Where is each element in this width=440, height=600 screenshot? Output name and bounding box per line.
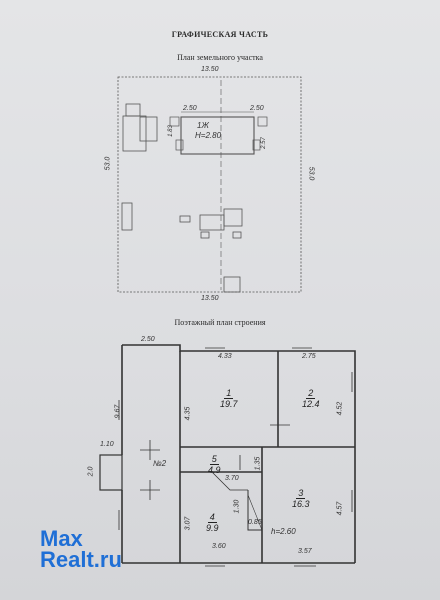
dim-top-mid: 4.33 (218, 353, 232, 360)
watermark-line1: Max (40, 526, 83, 551)
house-side-left: 1.83 (167, 125, 174, 137)
dim-left-height: 9.67 (114, 404, 122, 419)
site-top-dim: 13.50 (201, 66, 219, 73)
dim-stair-width: 1.30 (233, 499, 241, 514)
house-side-right: 2.57 (260, 137, 267, 149)
dim-bottom-right: 3.57 (298, 548, 312, 555)
dim-top-right: 2.75 (302, 353, 316, 360)
house-height: H=2.80 (195, 131, 222, 140)
dim-top-left: 2.50 (141, 336, 155, 343)
watermark-suffix: .ru (93, 547, 122, 572)
page-title: ГРАФИЧЕСКАЯ ЧАСТЬ (171, 30, 269, 39)
dim-stair-depth: 0.85 (248, 519, 262, 526)
site-right-dim: 53.0 (307, 166, 315, 181)
watermark-line2: Realt (40, 547, 94, 572)
maxrealt-watermark: Max Realt.ru (40, 526, 122, 572)
dim-bottom-mid: 3.60 (212, 543, 226, 550)
house-label: 1Ж (197, 121, 209, 130)
dim-porch-height: 2.0 (87, 466, 95, 477)
entry-label: №2 (153, 459, 167, 468)
dim-porch-width: 1.10 (100, 441, 114, 448)
dim-ceiling-height: h=2.60 (271, 527, 296, 536)
site-plan (117, 76, 302, 293)
house-dim-left: 2.50 (183, 105, 197, 112)
dim-right-lower: 4.57 (336, 501, 344, 516)
dim-corridor-width: 3.70 (225, 475, 239, 482)
floor-plan-title: Поэтажный план строения (174, 318, 266, 327)
floor-plan (99, 344, 356, 564)
site-bottom-dim: 13.50 (201, 295, 219, 302)
site-plan-title: План земельного участка (177, 53, 263, 62)
dim-room1-height: 4.35 (184, 406, 192, 421)
house-dim-right: 2.50 (250, 105, 264, 112)
dim-left-lower: 3.07 (184, 516, 192, 531)
site-left-dim: 53.0 (104, 156, 112, 171)
dim-right-upper: 4.52 (336, 401, 344, 416)
dim-corridor-height: 1.35 (254, 456, 262, 471)
